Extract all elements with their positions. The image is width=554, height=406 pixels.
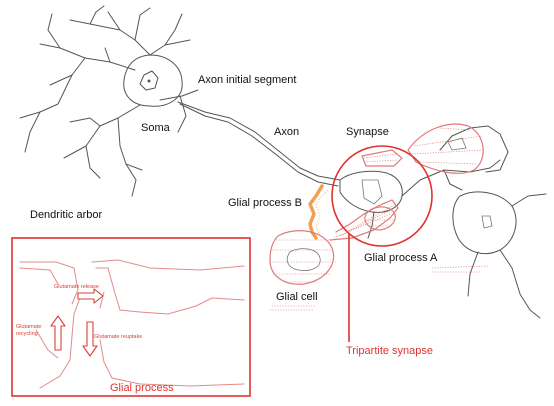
glutamate-reuptake-arrow	[82, 321, 98, 357]
glial-cell-label: Glial cell	[276, 291, 318, 303]
inset-frame	[11, 237, 251, 397]
glutamate-release-arrow	[77, 288, 104, 304]
axon-initial-segment-label: Axon initial segment	[198, 74, 296, 86]
glial-process-a-label: Glial process A	[364, 252, 438, 264]
soma	[123, 54, 183, 107]
synapse-label: Synapse	[346, 126, 389, 138]
dendritic-arbor	[19, 5, 199, 197]
glutamate-recycling-label-line1: Glutamate	[16, 324, 41, 330]
glial-process-b	[308, 184, 329, 240]
glutamate-reuptake-label: Glutamate reuptake	[94, 334, 142, 340]
glial-process-inset: Glutamate release Glutamate recycling Gl…	[11, 237, 251, 397]
glutamate-recycling-arrow	[50, 315, 66, 351]
soma-label: Soma	[141, 122, 171, 134]
glial-process-a-hatch-mark	[431, 265, 489, 273]
axon	[177, 101, 341, 187]
axon-label: Axon	[274, 126, 299, 138]
glial-process-inset-title: Glial process	[110, 382, 174, 394]
soma-nucleolus	[147, 79, 151, 83]
glial-cell-hatch-mark	[270, 305, 316, 311]
dendritic-arbor-label: Dendritic arbor	[30, 209, 102, 221]
glutamate-recycling-label-line2: recycling	[16, 331, 38, 337]
tripartite-synapse-highlight	[331, 145, 433, 342]
synapse-neurons	[339, 125, 547, 319]
glial-process-b-label: Glial process B	[228, 197, 302, 209]
glial-cell	[269, 230, 336, 285]
tripartite-synapse-circle	[331, 145, 433, 247]
tripartite-synapse-label: Tripartite synapse	[346, 345, 433, 357]
glutamate-release-label: Glutamate release	[54, 284, 99, 290]
glial-process-a	[270, 123, 489, 311]
